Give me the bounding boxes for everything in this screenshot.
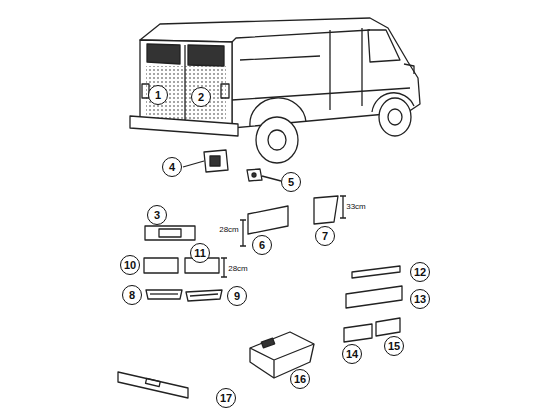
- callout-number: 17: [216, 388, 236, 408]
- dimension-label: 28cm: [218, 225, 240, 234]
- callout-number: 9: [227, 286, 247, 306]
- callout-number: 10: [120, 255, 140, 275]
- callout-number: 5: [281, 172, 301, 192]
- callout-number: 2: [191, 87, 211, 107]
- callout-number: 13: [410, 289, 430, 309]
- callout-number: 14: [342, 344, 362, 364]
- dimension-label: 33cm: [345, 202, 367, 211]
- callout-number: 3: [147, 205, 167, 225]
- callout-number: 6: [252, 235, 272, 255]
- callout-number: 1: [148, 85, 168, 105]
- callout-number: 15: [384, 336, 404, 356]
- callout-number: 4: [162, 157, 182, 177]
- callout-number: 16: [290, 369, 310, 389]
- callout-number: 12: [410, 262, 430, 282]
- callout-number: 8: [122, 285, 142, 305]
- callout-number: 11: [190, 243, 210, 263]
- callout-number: 7: [315, 226, 335, 246]
- dimension-label: 28cm: [227, 264, 249, 273]
